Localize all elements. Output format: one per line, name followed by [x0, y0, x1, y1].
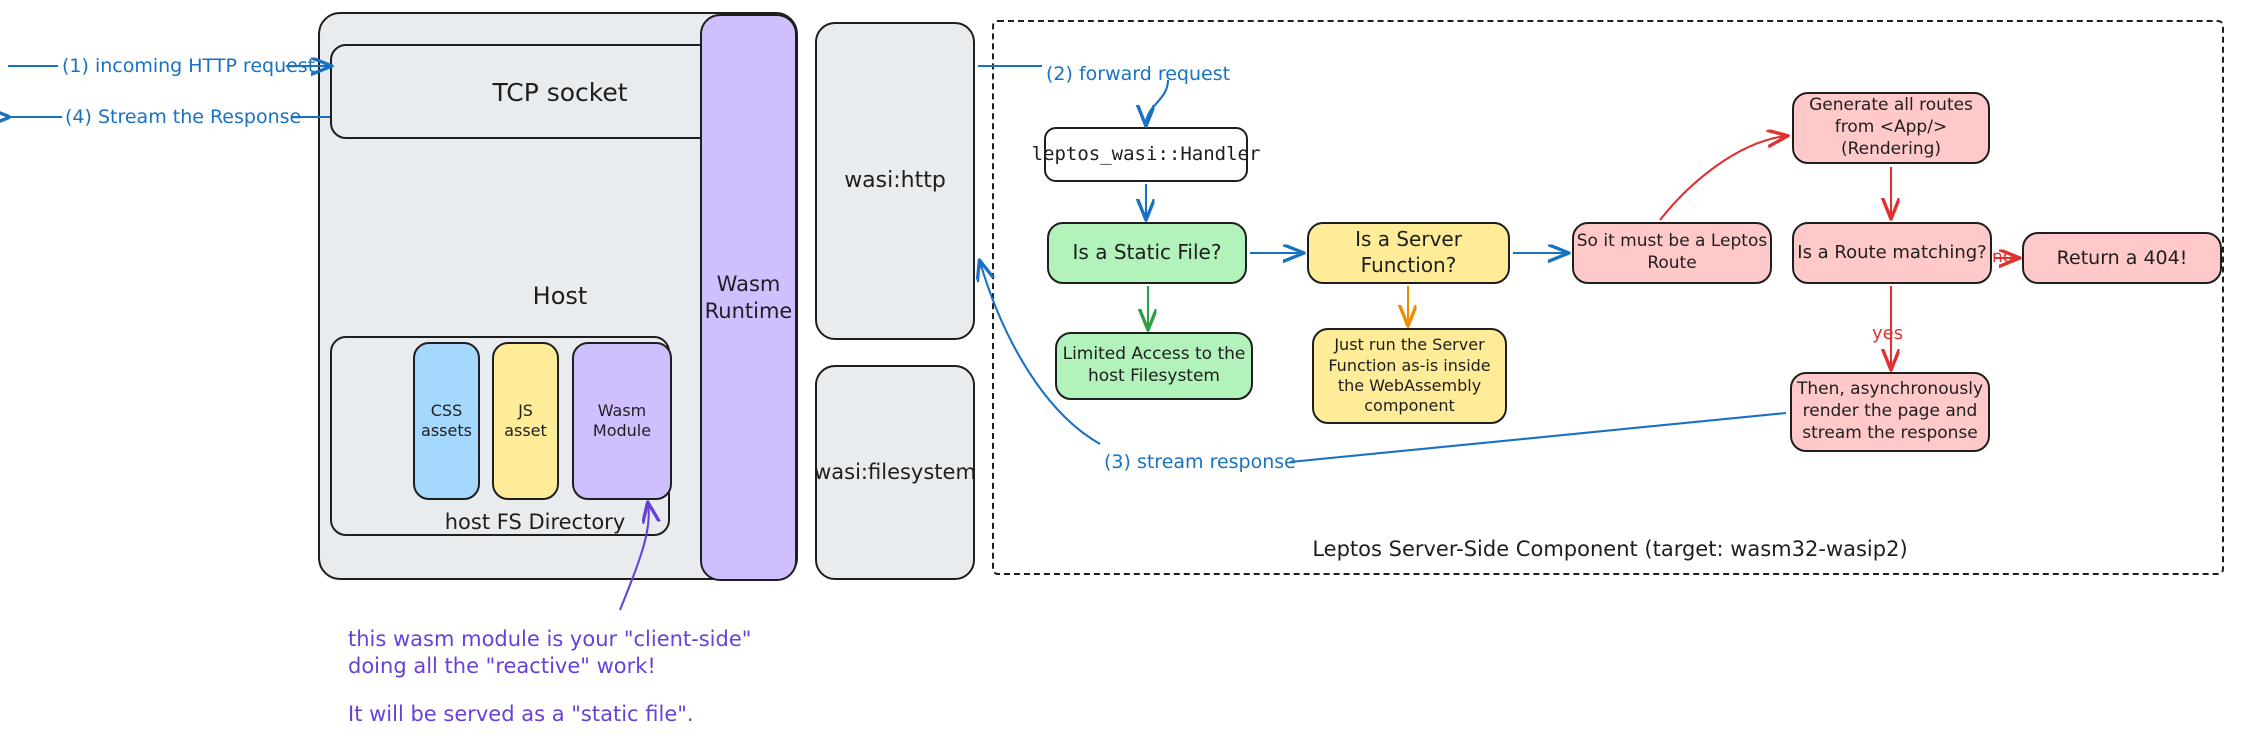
is-server-function-box: Is a Server Function?	[1307, 222, 1510, 284]
wasm-note-line-3: It will be served as a "static file".	[348, 702, 694, 726]
wasi-filesystem-box: wasi:filesystem	[814, 365, 976, 580]
is-route-matching-box: Is a Route matching?	[1792, 222, 1992, 284]
label-stream-the-response: (4) Stream the Response	[65, 106, 302, 128]
tcp-socket-label: TCP socket	[492, 78, 628, 107]
host-label: Host	[532, 282, 588, 310]
wasm-note-line-1: this wasm module is your "client-side"	[348, 627, 752, 651]
wasm-module-box: Wasm Module	[572, 342, 672, 500]
wasm-note-line-2: doing all the "reactive" work!	[348, 654, 656, 678]
label-forward-request: (2) forward request	[1046, 63, 1231, 85]
wasm-runtime-box: Wasm Runtime	[700, 14, 797, 581]
js-asset-box: JS asset	[492, 342, 559, 500]
css-assets-box: CSS assets	[413, 342, 480, 500]
generate-routes-box: Generate all routes from <App/> (Renderi…	[1792, 92, 1990, 164]
is-static-file-box: Is a Static File?	[1047, 222, 1247, 284]
limited-access-box: Limited Access to the host Filesystem	[1055, 332, 1253, 400]
label-stream-response: (3) stream response	[1104, 451, 1296, 473]
wasi-http-box: wasi:http	[815, 22, 975, 340]
component-caption: Leptos Server-Side Component (target: wa…	[1312, 537, 1908, 561]
return-404-box: Return a 404!	[2022, 232, 2222, 284]
host-fs-directory-label: host FS Directory	[444, 510, 626, 534]
label-no: no	[1992, 247, 2014, 267]
just-run-server-function-box: Just run the Server Function as-is insid…	[1312, 328, 1507, 424]
handler-box: leptos_wasi::Handler	[1032, 127, 1260, 182]
label-incoming-request: (1) incoming HTTP request	[62, 55, 316, 77]
leptos-component-container	[992, 20, 2224, 575]
render-and-stream-box: Then, asynchronously render the page and…	[1790, 372, 1990, 452]
must-be-leptos-route-box: So it must be a Leptos Route	[1572, 222, 1772, 284]
label-yes: yes	[1872, 323, 1904, 344]
